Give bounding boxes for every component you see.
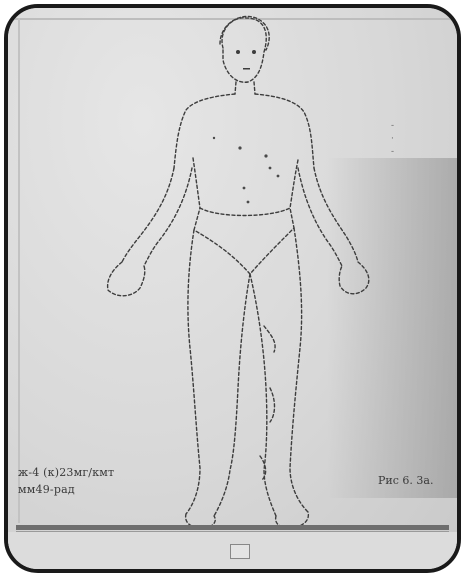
body-markers (213, 137, 280, 204)
left-arm-outline (122, 168, 192, 266)
left-leg-outline (186, 230, 250, 516)
page-icon[interactable] (230, 544, 250, 559)
torso-outline (174, 94, 314, 208)
bottom-rule (16, 525, 449, 530)
right-hand-outline (339, 262, 369, 294)
face-details (236, 50, 256, 70)
caption-left-line1: ж-4 (к)23мг/кмт (18, 464, 114, 481)
briefs-outline (194, 208, 294, 274)
caption-left-line2: мм49-рад (18, 481, 114, 498)
left-hand-outline (108, 262, 145, 296)
neck-outline (235, 82, 255, 94)
screenshot-frame: - · - ж-4 (к)23мг/кмт мм49-рад Рис 6. 3а… (4, 4, 461, 573)
right-arm-outline (298, 168, 358, 266)
caption-left: ж-4 (к)23мг/кмт мм49-рад (18, 464, 114, 498)
joint-marks (260, 326, 275, 480)
margin-marks: - · - (391, 120, 394, 159)
right-leg-outline (250, 228, 308, 516)
caption-right: Рис 6. 3а. (378, 474, 433, 487)
hair-outline (220, 16, 269, 50)
head-outline (222, 18, 266, 82)
